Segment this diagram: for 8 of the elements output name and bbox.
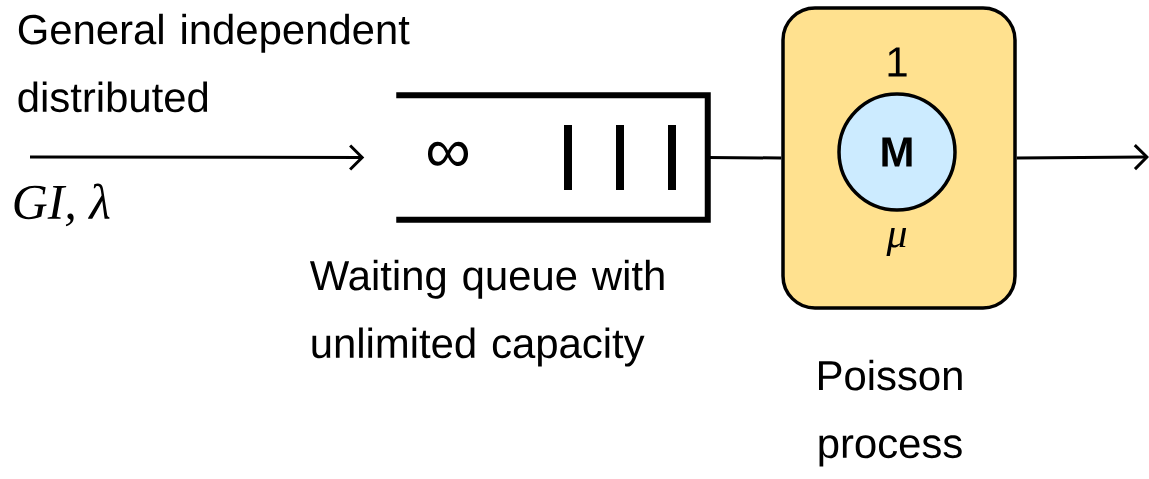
queue-caption: Waiting queue with unlimited capacity <box>309 259 664 367</box>
server-count: 1 <box>888 47 907 77</box>
arrow <box>1016 144 1149 171</box>
arrival-symbol: GI, λ <box>14 183 110 227</box>
arrow <box>30 144 365 171</box>
service-rate: μ <box>886 227 907 257</box>
server-caption: Poisson process <box>819 359 962 467</box>
queue-drawing: ∞ <box>396 92 711 223</box>
